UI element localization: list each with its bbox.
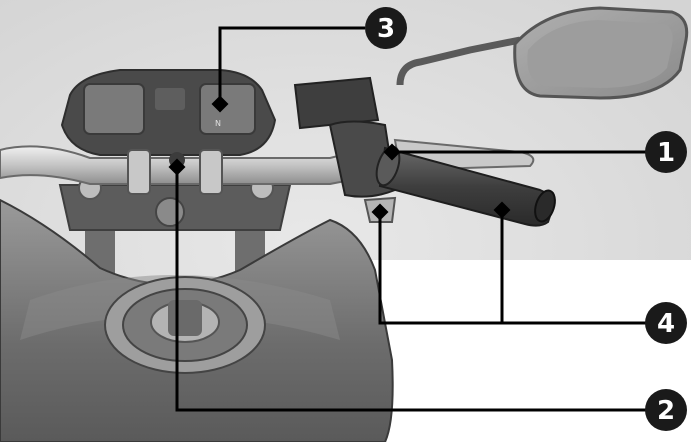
callout-1-label: 1	[657, 138, 675, 168]
callout-2: 2	[645, 389, 687, 431]
throttle-grip	[375, 145, 556, 227]
pointer-1	[383, 143, 401, 161]
pointer-markers	[168, 95, 511, 221]
pointer-3	[211, 95, 229, 113]
pointer-4b	[493, 201, 511, 219]
fuel-tank	[0, 198, 394, 442]
callout-2-label: 2	[657, 396, 675, 426]
instrument-cluster: N	[60, 69, 277, 156]
neutral-indicator: N	[215, 119, 221, 128]
callout-1: 1	[645, 131, 687, 173]
callout-3-label: 3	[377, 14, 395, 44]
callout-4-label: 4	[657, 309, 675, 339]
right-switch-housing	[293, 76, 535, 223]
blank-area	[370, 260, 691, 442]
leader-lines	[175, 26, 650, 412]
pointer-4a	[371, 203, 389, 221]
callout-4: 4	[645, 302, 687, 344]
handlebar	[0, 145, 381, 195]
right-mirror	[396, 6, 689, 100]
pointer-2	[168, 158, 186, 176]
callout-3: 3	[365, 7, 407, 49]
